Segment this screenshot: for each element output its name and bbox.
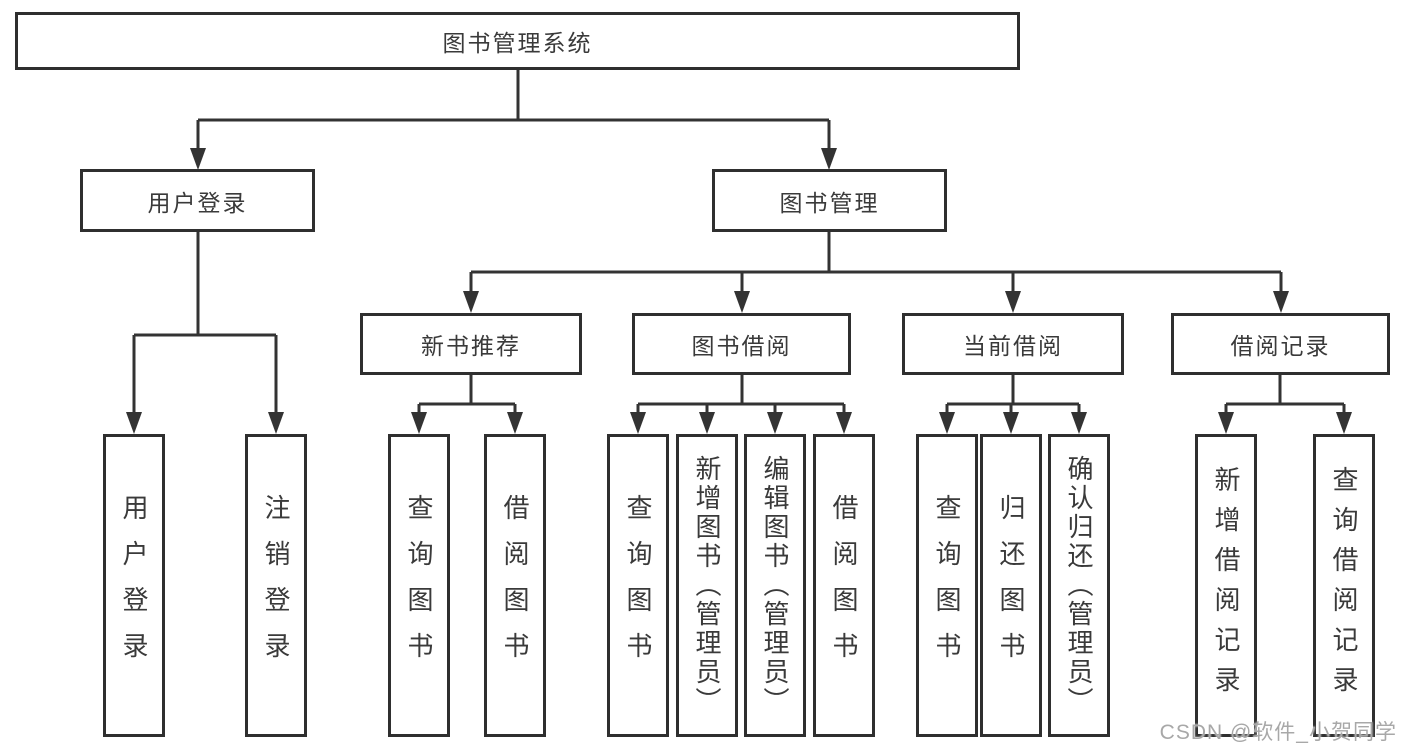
leaf-add-book-admin: 新增图书（管理员） (676, 434, 738, 737)
connector-current-borrow-children (939, 373, 1087, 434)
connector-root-to-level2 (190, 70, 837, 170)
connector-new-book-recommend-children (411, 373, 523, 434)
leaf-return-books: 归还图书 (980, 434, 1042, 737)
connector-borrow-records-children (1218, 373, 1352, 434)
leaf-borrow-books: 借阅图书 (813, 434, 875, 737)
leaf-borrow-books-recommend: 借阅图书 (484, 434, 546, 737)
node-book-borrow: 图书借阅 (632, 313, 851, 375)
connector-book-management-children (463, 230, 1289, 313)
node-current-borrow: 当前借阅 (902, 313, 1124, 375)
connector-user-login-children (126, 230, 284, 434)
leaf-query-books-current: 查询图书 (916, 434, 978, 737)
node-new-book-recommend: 新书推荐 (360, 313, 582, 375)
leaf-edit-book-admin: 编辑图书（管理员） (744, 434, 806, 737)
node-library-management-system: 图书管理系统 (15, 12, 1020, 70)
leaf-user-login: 用户登录 (103, 434, 165, 737)
leaf-query-borrow-record: 查询借阅记录 (1313, 434, 1375, 737)
leaf-confirm-return-admin: 确认归还（管理员） (1048, 434, 1110, 737)
node-user-login: 用户登录 (80, 169, 315, 232)
node-book-management: 图书管理 (712, 169, 947, 232)
csdn-watermark: CSDN @软件_小贺同学 (1159, 721, 1397, 744)
leaf-logout-login: 注销登录 (245, 434, 307, 737)
leaf-add-borrow-record: 新增借阅记录 (1195, 434, 1257, 737)
connector-book-borrow-children (630, 373, 852, 434)
leaf-query-books-recommend: 查询图书 (388, 434, 450, 737)
leaf-query-books-borrow: 查询图书 (607, 434, 669, 737)
node-borrow-records: 借阅记录 (1171, 313, 1390, 375)
